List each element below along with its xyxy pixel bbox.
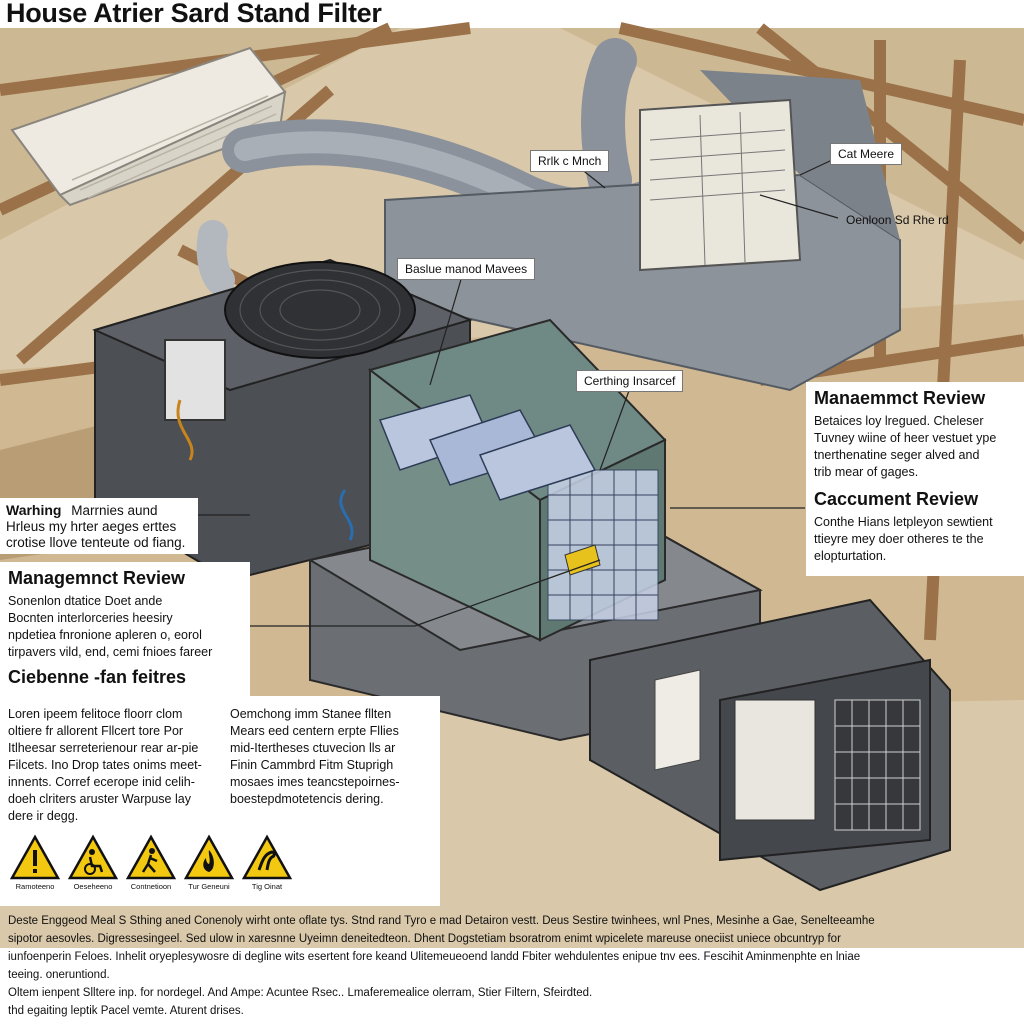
warning-icon-cell: Oeseheeno — [66, 834, 120, 894]
label-baslue: Baslue manod Mavees — [397, 258, 536, 280]
warning-panel: Warhing Marrnies aund Hrleus my hrter ae… — [0, 498, 198, 554]
left-review-panel: Managemnct Review Sonenlon dtatice Doet … — [0, 562, 250, 696]
pleated-filters — [378, 394, 597, 501]
caccument-review-line: Conthe Hians letpleyon sewtient — [814, 515, 993, 529]
cicbenne-heading: Ciebenne -fan feitres — [8, 667, 187, 687]
return-air-unit — [589, 598, 951, 892]
warning-icon-cell: Tig Oinat — [240, 834, 294, 894]
management-left-line: Bocnten interlorceries heesiry — [8, 611, 173, 625]
upper-air-handler — [384, 70, 901, 392]
right-review-panel: Manaemmct Review Betaices loy lregued. C… — [806, 382, 1024, 576]
page-title: House Atrier Sard Stand Filter — [6, 0, 382, 28]
footer-line: Oltem ienpent Slltere inp. for nordegel.… — [8, 987, 593, 999]
caccument-review-line: elopturtation. — [814, 549, 887, 563]
cicbenne-column: Loren ipeem felitoce floorr clom oltiere… — [8, 706, 202, 825]
warning-icon-label: Tig Oinat — [251, 882, 283, 891]
warning-icon-cell: Contnetioon — [124, 834, 178, 894]
wall-mounted-ac-unit — [10, 46, 287, 207]
oemchong-line: Mears eed centern erpte Fllies — [230, 724, 399, 738]
warning-icon-cell: Tur Geneuni — [182, 834, 236, 894]
warning-exclamation-icon — [10, 834, 60, 880]
management-review-line: Betaices loy lregued. Cheleser — [814, 414, 984, 428]
management-review-line: Tuvney wiine of heer vestuet ype — [814, 431, 997, 445]
oemchong-line: Finin Cammbrd Fitm Stuprigh — [230, 758, 394, 772]
management-left-line: tirpavers vild, end, cemi fnioes fareer — [8, 645, 213, 659]
oemchong-line: mosaes imes teancstepoirnes- — [230, 775, 400, 789]
filter-grid — [547, 469, 659, 621]
warning-icon-label: Ramoteeno — [15, 882, 55, 891]
footer-line: teeing. oneruntiond. — [8, 969, 110, 981]
footer-text: Deste Enggeod Meal S Sthing aned Conenol… — [8, 912, 1018, 1020]
filter-cabinet — [367, 318, 667, 642]
footer-line: iunfoenperin Feloes. Inhelit oryeplesywo… — [8, 951, 861, 963]
warning-icon-label: Oeseheeno — [73, 882, 113, 891]
warning-icon-label: Contnetioon — [130, 882, 172, 891]
management-left-line: npdetiea fnronione apleren o, eorol — [8, 628, 202, 642]
management-left-line: Sonenlon dtatice Doet ande — [8, 594, 163, 608]
warning-hand-icon — [242, 834, 292, 880]
warning-line: crotise llove tenteute od fiang. — [6, 535, 186, 550]
label-cat-meere: Cat Meere — [830, 143, 903, 165]
cicbenne-line: Itlheesar serreterienour rear ar-pie — [8, 741, 199, 755]
warning-line: Marrnies aund — [71, 503, 158, 518]
cicbenne-line: innents. Corref ecerope inid celih- — [8, 775, 195, 789]
warning-icon-row: Ramoteeno Oeseheeno Contnetioon — [8, 834, 298, 894]
condenser-fan — [224, 261, 416, 359]
oemchong-line: mid-Itertheses ctuvecion lls ar — [230, 741, 396, 755]
management-left-heading: Managemnct Review — [8, 568, 186, 588]
footer-line: sipotor aesovles. Digressesingeel. Sed u… — [8, 933, 841, 945]
management-review-heading: Manaemmct Review — [814, 388, 986, 408]
oemchong-line: boestepdmotetencis dering. — [230, 792, 384, 806]
footer-line: thd egaiting leptik Pacel vemte. Aturent… — [8, 1005, 244, 1017]
caccument-review-heading: Caccument Review — [814, 489, 979, 509]
warning-wheelchair-icon — [68, 834, 118, 880]
cicbenne-line: dere ir degg. — [8, 809, 79, 823]
label-certhing: Certhing Insarcef — [576, 370, 684, 392]
warning-icon-label: Tur Geneuni — [188, 882, 230, 891]
warning-lead: Warhing — [6, 502, 62, 518]
cicbenne-line: Loren ipeem felitoce floorr clom — [8, 707, 183, 721]
footer-line: Deste Enggeod Meal S Sthing aned Conenol… — [8, 915, 875, 927]
return-grille — [834, 699, 921, 831]
warning-sticker — [564, 544, 601, 576]
cicbenne-line: doeh clriters aruster Warpuse lay — [8, 792, 191, 806]
oemchong-line: Oemchong imm Stanee fllten — [230, 707, 392, 721]
caccument-review-line: ttieyre mey doer otheres te the — [814, 532, 984, 546]
label-oenloon: Oenloon Sd Rhe rd — [846, 213, 949, 227]
cicbenne-line: oltiere fr allorent Fllcert tore Por — [8, 724, 184, 738]
label-top-duct: Rrlk c Mnch — [530, 150, 610, 172]
cicbenne-line: Filcets. Ino Drop tates onims meet- — [8, 758, 202, 772]
warning-line: Hrleus my hrter aeges erttes — [6, 519, 177, 534]
management-review-line: trib mear of gages. — [814, 465, 919, 479]
management-review-line: tnerthenatine seger alved and — [814, 448, 980, 462]
oemchong-column: Oemchong imm Stanee fllten Mears eed cen… — [230, 706, 400, 808]
warning-fire-icon — [184, 834, 234, 880]
warning-icon-cell: Ramoteeno — [8, 834, 62, 894]
warning-person-icon — [126, 834, 176, 880]
